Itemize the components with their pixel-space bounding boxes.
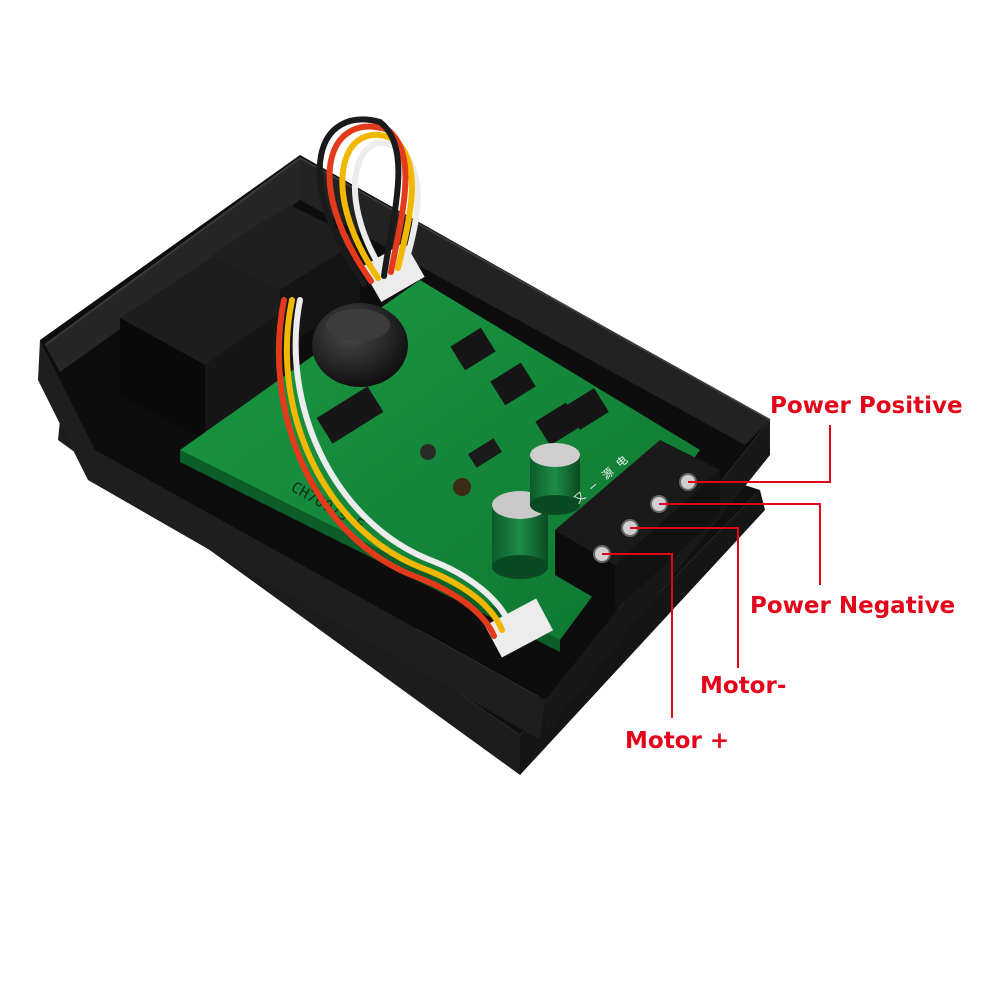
callout-power-positive: Power Positive — [770, 393, 963, 419]
leader-motor-plus — [602, 553, 673, 718]
relay-blocks — [120, 205, 360, 440]
capacitors — [492, 443, 580, 579]
leader-power-negative — [659, 503, 821, 585]
potentiometer-knob — [312, 303, 408, 387]
leader-power-positive — [688, 425, 831, 483]
callout-power-negative: Power Negative — [750, 593, 956, 619]
callout-motor-plus: Motor + — [625, 728, 730, 754]
callout-motor-minus: Motor- — [700, 673, 787, 699]
signal-wires — [275, 116, 513, 639]
callout-leaders — [602, 425, 831, 718]
leader-motor-minus — [630, 527, 739, 668]
